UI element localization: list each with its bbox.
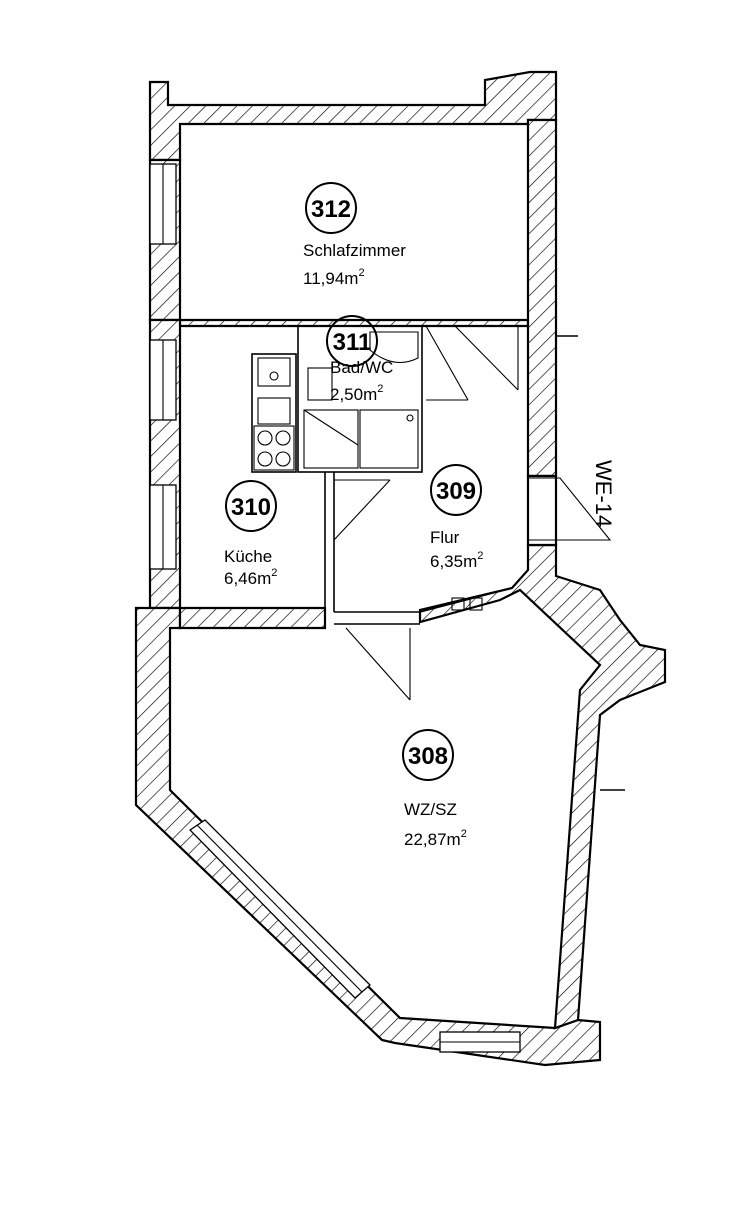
room-308: 308 WZ/SZ 22,87m2 <box>402 729 467 849</box>
door-bath <box>425 325 469 401</box>
room-number-circle <box>225 480 277 532</box>
door-bedroom <box>454 325 519 391</box>
room-number: 308 <box>408 743 448 770</box>
room-area: 11,94m2 <box>303 267 365 288</box>
room-name: Bad/WC <box>330 358 393 377</box>
windows <box>149 163 521 1053</box>
room-area: 6,46m2 <box>224 567 277 588</box>
counter <box>251 353 297 473</box>
room-309: 309 Flur 6,35m2 <box>430 464 483 571</box>
wall-kitchen-living <box>178 606 327 630</box>
drainboard-icon <box>257 397 291 425</box>
kitchen-counter <box>251 353 297 473</box>
wall-top <box>148 70 558 162</box>
door-kitchen <box>333 479 391 541</box>
wall-right-lower <box>418 543 667 1030</box>
room-name: Schlafzimmer <box>303 241 406 260</box>
room-name: Küche <box>224 547 272 566</box>
room-number-circle <box>305 182 357 234</box>
wall-right-upper <box>526 118 558 478</box>
basin <box>369 331 419 364</box>
toilet <box>307 367 333 401</box>
room-312: 312 Schlafzimmer 11,94m2 <box>303 182 406 288</box>
bath-cabinet <box>359 409 419 469</box>
room-number: 309 <box>436 478 476 505</box>
room-number-circle <box>402 729 454 781</box>
room-area: 6,35m2 <box>430 550 483 571</box>
bathroom-outline <box>297 325 423 473</box>
room-310: 310 Küche 6,46m2 <box>224 480 277 588</box>
partitions <box>297 325 625 791</box>
door-entrance <box>528 477 612 541</box>
wall-mid-horizontal <box>178 318 530 328</box>
walls <box>134 70 667 1067</box>
room-311: 311 Bad/WC 2,50m2 <box>326 315 393 404</box>
room-area: 22,87m2 <box>404 828 467 849</box>
room-number-circle <box>430 464 482 516</box>
room-number: 312 <box>311 196 351 223</box>
room-number: 310 <box>231 494 271 521</box>
meter-box-1 <box>451 597 465 611</box>
unit-label: WE-14 <box>591 460 616 527</box>
wall-right-stub <box>526 474 558 547</box>
sink-icon <box>257 357 291 387</box>
stove-icon <box>253 425 295 471</box>
room-name: WZ/SZ <box>404 800 457 819</box>
room-name: Flur <box>430 528 460 547</box>
room-number-circle <box>326 315 378 367</box>
shower-tray <box>303 409 359 469</box>
door-living <box>345 627 411 701</box>
room-area: 2,50m2 <box>330 383 383 404</box>
room-number: 311 <box>333 329 372 356</box>
meter-box-2 <box>469 597 483 611</box>
